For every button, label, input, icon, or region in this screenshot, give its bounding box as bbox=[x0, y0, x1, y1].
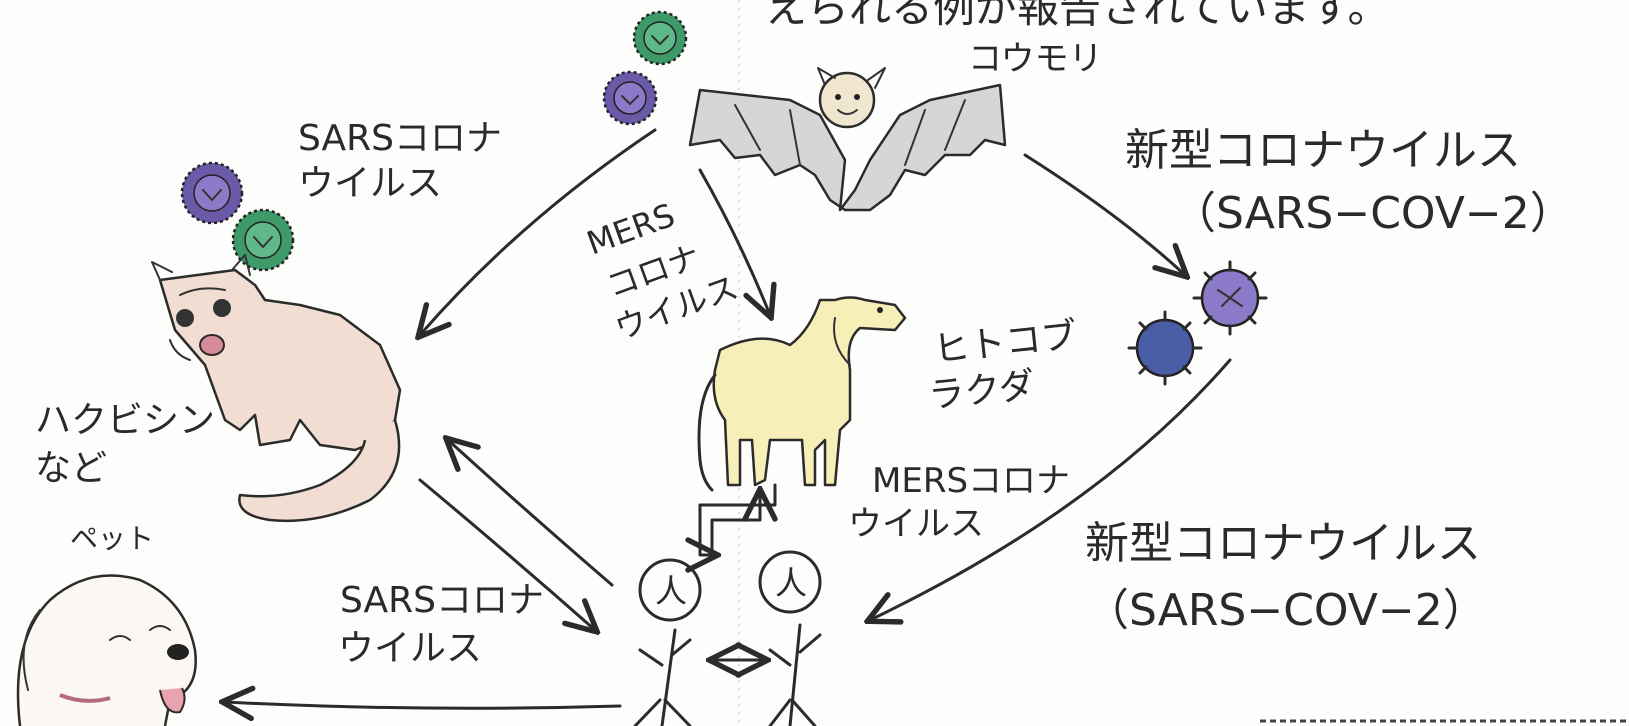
covid-top-label-2: （SARS−COV−2） bbox=[1172, 188, 1574, 239]
arrow-bat-to-covid bbox=[1023, 153, 1185, 275]
human-figure-left bbox=[633, 558, 702, 726]
sars-bottom-label-1: SARSコロナ bbox=[340, 580, 544, 621]
virus-blue-icon bbox=[1127, 310, 1203, 386]
arrow-bat-to-civet bbox=[420, 128, 657, 335]
mers-bottom-label-1: MERSコロナ bbox=[872, 461, 1070, 501]
dog-illustration bbox=[16, 574, 197, 726]
arrow-human-to-civet bbox=[448, 440, 614, 587]
camel-label-1: ヒトコブ bbox=[932, 315, 1080, 371]
human-label-2: 人 bbox=[775, 564, 807, 602]
virus-purple-icon bbox=[602, 70, 658, 126]
mers-bottom-label-2: ウイルス bbox=[848, 504, 984, 544]
top-caption: えられる例が報告されています。 bbox=[765, 0, 1390, 32]
bat-label: コウモリ bbox=[968, 39, 1103, 79]
human-figure-right bbox=[758, 550, 822, 726]
arrow-civet-to-human bbox=[418, 478, 595, 630]
camel-label-2: ラクダ bbox=[927, 365, 1037, 417]
camel-illustration bbox=[697, 296, 907, 492]
virus-purple-icon bbox=[180, 161, 244, 225]
human-label-1: 人 bbox=[655, 572, 687, 610]
sars-top-label-2: ウイルス bbox=[298, 163, 442, 204]
arrow-human-to-camel bbox=[710, 492, 760, 557]
arrow-covid-to-human bbox=[870, 358, 1232, 620]
virus-green-icon bbox=[632, 10, 688, 66]
virus-blue-icon bbox=[1192, 260, 1268, 336]
covid-bottom-label-1: 新型コロナウイルス bbox=[1085, 518, 1481, 569]
sars-top-label-1: SARSコロナ bbox=[298, 118, 502, 159]
virus-green-icon bbox=[231, 208, 295, 272]
covid-top-label-1: 新型コロナウイルス bbox=[1125, 125, 1521, 176]
arrow-human-to-pet bbox=[225, 702, 622, 708]
bat-illustration bbox=[688, 67, 1007, 212]
pet-label: ペット bbox=[70, 522, 154, 555]
covid-bottom-label-2: （SARS−COV−2） bbox=[1085, 585, 1487, 636]
sars-bottom-label-2: ウイルス bbox=[338, 628, 482, 669]
civet-illustration bbox=[151, 254, 402, 523]
civet-label-1: ハクビシン bbox=[35, 400, 215, 441]
arrow-bat-to-camel bbox=[698, 168, 770, 315]
civet-label-2: など bbox=[35, 448, 107, 489]
